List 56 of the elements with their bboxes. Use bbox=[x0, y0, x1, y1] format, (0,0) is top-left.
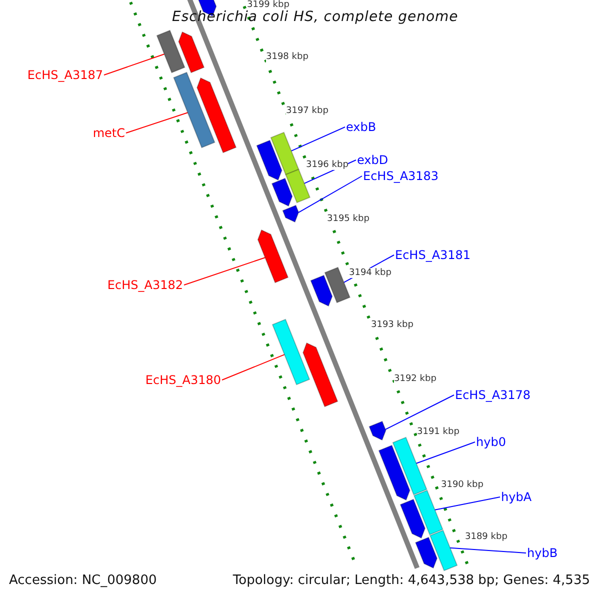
scale-label: 3196 kbp bbox=[306, 160, 348, 170]
gene-block bbox=[378, 444, 410, 501]
gene-block bbox=[310, 274, 333, 307]
gene-label: EcHS_A3181 bbox=[395, 248, 471, 262]
scale-label: 3192 kbp bbox=[394, 374, 436, 384]
scale-label: 3193 kbp bbox=[371, 320, 414, 330]
gene-block bbox=[178, 31, 205, 74]
gene-label: exbB bbox=[346, 120, 376, 134]
gene-block bbox=[368, 420, 386, 441]
scale-label: 3198 kbp bbox=[266, 52, 308, 62]
leader-line bbox=[450, 547, 526, 554]
genome-info-text: Topology: circular; Length: 4,643,538 bp; Genes: 4,535 bbox=[232, 574, 590, 588]
gene-label: EcHS_A3183 bbox=[363, 169, 439, 183]
gene-label: exbD bbox=[357, 153, 388, 167]
leader-line bbox=[104, 54, 165, 76]
scale-label: 3191 kbp bbox=[417, 427, 460, 437]
gene-block bbox=[392, 436, 428, 496]
gene-block bbox=[285, 168, 311, 204]
gene-block bbox=[302, 342, 338, 408]
gene-block bbox=[400, 498, 426, 539]
gene-block bbox=[324, 266, 351, 304]
gene-block bbox=[256, 140, 282, 181]
gene-block bbox=[413, 490, 444, 536]
gene-block bbox=[272, 318, 310, 386]
scale-label: 3189 kbp bbox=[465, 532, 508, 542]
leader-line bbox=[298, 176, 362, 213]
leader-line bbox=[290, 126, 346, 152]
title: Escherichia coli HS, complete genome bbox=[172, 10, 458, 24]
gene-block bbox=[173, 72, 216, 148]
gene-block bbox=[257, 229, 289, 284]
gene-label: hybB bbox=[527, 546, 558, 560]
scale-label: 3197 kbp bbox=[286, 106, 328, 116]
scale-label: 3195 kbp bbox=[327, 214, 370, 224]
gene-block bbox=[414, 536, 438, 569]
gene-block bbox=[156, 30, 186, 74]
gene-label: EcHS_A3187 bbox=[27, 68, 103, 82]
leader-line bbox=[222, 354, 285, 380]
gene-label: EcHS_A3178 bbox=[455, 388, 531, 402]
leader-line bbox=[184, 257, 266, 286]
accession-text: Accession: NC_009800 bbox=[9, 574, 157, 588]
leader-line bbox=[416, 442, 476, 464]
leader-line bbox=[126, 112, 188, 134]
leader-line bbox=[434, 496, 500, 510]
gene-label: EcHS_A3180 bbox=[145, 373, 221, 387]
gene-label: hybA bbox=[501, 490, 532, 504]
leader-line bbox=[384, 394, 454, 430]
scale-label: 3199 kbp bbox=[247, 0, 290, 10]
gene-label: hyb0 bbox=[476, 435, 506, 449]
gene-block bbox=[196, 77, 237, 154]
gene-block bbox=[429, 530, 458, 572]
scale-label: 3190 kbp bbox=[441, 480, 484, 490]
scale-label: 3194 kbp bbox=[349, 268, 392, 278]
gene-block bbox=[282, 204, 300, 223]
gene-block bbox=[270, 132, 300, 176]
gene-label: EcHS_A3182 bbox=[107, 278, 183, 292]
gene-label: metC bbox=[92, 126, 125, 140]
